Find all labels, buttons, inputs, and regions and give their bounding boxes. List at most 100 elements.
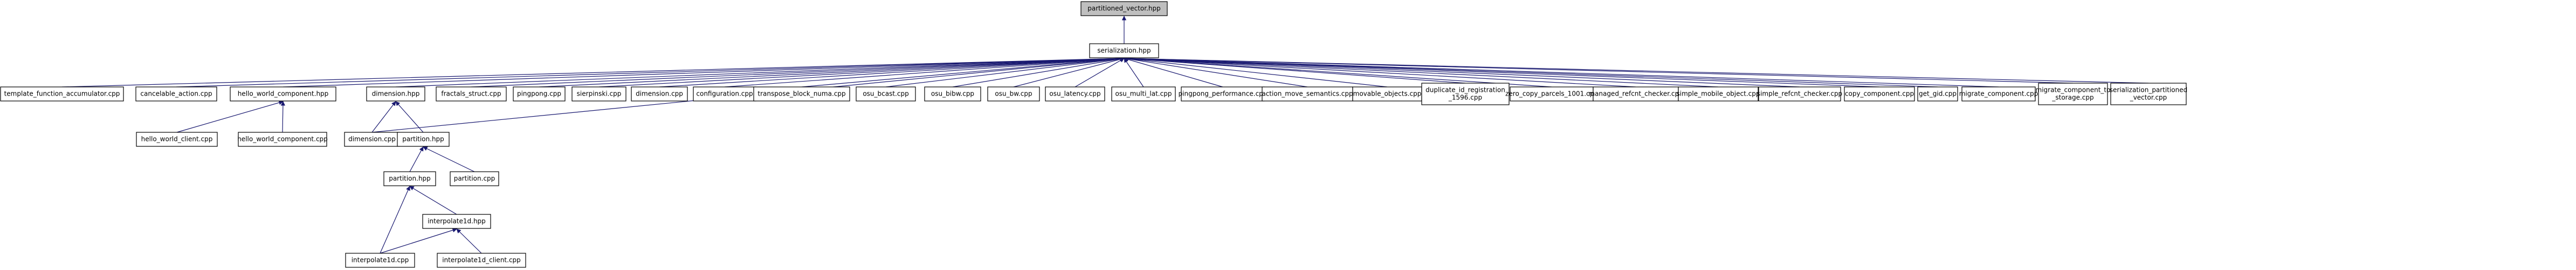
edge-partition_hpp_b-to-dimension_hpp xyxy=(395,101,424,133)
node-osu-multi-lat-cpp[interactable]: osu_multi_lat.cpp xyxy=(1111,86,1176,102)
node-managed-refcnt-checker-cpp[interactable]: managed_refcnt_checker.cpp xyxy=(1588,86,1683,102)
node-copy-component-cpp[interactable]: copy_component.cpp xyxy=(1844,86,1915,102)
node-osu-bw-cpp[interactable]: osu_bw.cpp xyxy=(987,86,1040,102)
edge-zero_copy_parcels_1001_cpp-to-serialization_hpp xyxy=(1124,56,1552,87)
node-box xyxy=(436,86,507,102)
node-box xyxy=(924,86,981,102)
node-interpolate1d-client-cpp[interactable]: interpolate1d_client.cpp xyxy=(437,253,526,268)
node-hello-world-component-hpp[interactable]: hello_world_component.hpp xyxy=(230,86,336,102)
node-label: interpolate1d_client.cpp xyxy=(442,256,521,264)
node-label: copy_component.cpp xyxy=(1845,90,1914,98)
edge-osu_bw_cpp-to-serialization_hpp xyxy=(1013,57,1125,87)
node-label: _storage.cpp xyxy=(2051,94,2093,102)
edge-osu_bibw_cpp-to-serialization_hpp xyxy=(952,57,1125,87)
node-box xyxy=(693,86,756,102)
node-osu-bcast-cpp[interactable]: osu_bcast.cpp xyxy=(856,86,916,102)
node-simple-mobile-object-cpp[interactable]: simple_mobile_object.cpp xyxy=(1677,86,1760,102)
node-label: simple_mobile_object.cpp xyxy=(1677,90,1760,98)
node-get-gid-cpp[interactable]: get_gid.cpp xyxy=(1917,86,1958,102)
node-pingpong-cpp[interactable]: pingpong.cpp xyxy=(513,86,566,102)
node-pingpong-performance-cpp[interactable]: pingpong_performance.cpp xyxy=(1179,86,1268,102)
node-partition-hpp-a[interactable]: partition.hpp xyxy=(383,171,436,186)
node-configuration-cpp[interactable]: configuration.cpp xyxy=(693,86,756,102)
node-dimension-cpp-top[interactable]: dimension.cpp xyxy=(631,86,688,102)
node-label: partition.hpp xyxy=(389,175,431,183)
node-duplicate-id-registration-1596-cpp[interactable]: duplicate_id_registration_1596.cpp xyxy=(1421,83,1510,105)
node-box xyxy=(366,86,425,102)
node-dimension-cpp-mid[interactable]: dimension.cpp xyxy=(344,132,400,147)
node-interpolate1d-cpp[interactable]: interpolate1d.cpp xyxy=(345,253,415,268)
edge-migrate_component_cpp-to-serialization_hpp xyxy=(1124,56,1999,87)
node-label: pingpong.cpp xyxy=(517,90,561,98)
node-dimension-hpp[interactable]: dimension.hpp xyxy=(366,86,425,102)
node-partition-hpp-b[interactable]: partition.hpp xyxy=(397,132,450,147)
node-label: action_move_semantics.cpp xyxy=(1262,90,1353,98)
node-box xyxy=(0,86,124,102)
node-label: osu_latency.cpp xyxy=(1049,90,1100,98)
node-label: get_gid.cpp xyxy=(1919,90,1957,98)
node-transpose-block-numa-cpp[interactable]: transpose_block_numa.cpp xyxy=(753,86,850,102)
node-serialization-hpp[interactable]: serialization.hpp xyxy=(1089,43,1159,58)
node-label: migrate_component.cpp xyxy=(1959,90,2038,98)
node-migrate-component-to-storage-cpp[interactable]: migrate_component_to_storage.cpp xyxy=(2036,83,2111,105)
node-osu-latency-cpp[interactable]: osu_latency.cpp xyxy=(1045,86,1105,102)
node-sierpinski-cpp[interactable]: sierpinski.cpp xyxy=(571,86,626,102)
edge-managed_refcnt_checker_cpp-to-serialization_hpp xyxy=(1124,56,1636,87)
node-label: transpose_block_numa.cpp xyxy=(757,90,845,98)
node-partitioned-vector-hpp: partitioned_vector.hpp xyxy=(1080,1,1168,16)
node-box xyxy=(1111,86,1176,102)
node-cancelable-action-cpp[interactable]: cancelable_action.cpp xyxy=(135,86,217,102)
edge-cancelable_action_cpp-to-serialization_hpp xyxy=(176,56,1125,87)
edge-dimension_cpp_mid-to-dimension_hpp xyxy=(371,101,396,133)
node-partition-cpp[interactable]: partition.cpp xyxy=(450,171,499,186)
edge-movable_objects_cpp-to-serialization_hpp xyxy=(1124,56,1388,87)
edge-duplicate_id_registration_1596_cpp-to-serialization_hpp xyxy=(1124,56,1466,84)
node-simple-refcnt-checker-cpp[interactable]: simple_refcnt_checker.cpp xyxy=(1757,86,1842,102)
node-box xyxy=(513,86,566,102)
edge-dimension_hpp-to-serialization_hpp xyxy=(395,56,1125,87)
node-interpolate1d-hpp[interactable]: interpolate1d.hpp xyxy=(422,214,491,229)
node-box xyxy=(1917,86,1958,102)
node-movable-objects-cpp[interactable]: movable_objects.cpp xyxy=(1352,86,1422,102)
node-label: interpolate1d.cpp xyxy=(352,256,409,264)
node-serialization-partitioned-vector-cpp[interactable]: serialization_partitioned_vector.cpp xyxy=(2110,83,2188,105)
node-box xyxy=(238,132,327,147)
node-box xyxy=(1961,86,2036,102)
node-box xyxy=(397,132,450,147)
node-hello-world-component-cpp[interactable]: hello_world_component.cpp xyxy=(237,132,328,147)
node-label: dimension.cpp xyxy=(348,136,396,143)
node-box xyxy=(230,86,336,102)
node-label: osu_bibw.cpp xyxy=(931,90,974,98)
node-box xyxy=(571,86,626,102)
node-label: simple_refcnt_checker.cpp xyxy=(1757,90,1842,98)
node-label: hello_world_component.cpp xyxy=(237,136,328,143)
node-box xyxy=(344,132,400,147)
node-label: partition.hpp xyxy=(402,136,444,143)
node-zero-copy-parcels-1001-cpp[interactable]: zero_copy_parcels_1001.cpp xyxy=(1505,86,1598,102)
node-label: template_function_accumulator.cpp xyxy=(4,90,120,98)
node-label: osu_bcast.cpp xyxy=(863,90,908,98)
node-hello-world-client-cpp[interactable]: hello_world_client.cpp xyxy=(136,132,218,147)
node-label: cancelable_action.cpp xyxy=(140,90,212,98)
edge-configuration_cpp-to-serialization_hpp xyxy=(724,56,1125,87)
node-label: managed_refcnt_checker.cpp xyxy=(1588,90,1683,98)
node-migrate-component-cpp[interactable]: migrate_component.cpp xyxy=(1959,86,2038,102)
node-label: dimension.hpp xyxy=(372,90,420,98)
edge-copy_component_cpp-to-serialization_hpp xyxy=(1124,56,1880,87)
edge-interpolate1d_cpp-to-partition_hpp_a xyxy=(380,186,410,254)
node-osu-bibw-cpp[interactable]: osu_bibw.cpp xyxy=(924,86,981,102)
node-label: duplicate_id_registration xyxy=(1425,86,1505,94)
node-label: zero_copy_parcels_1001.cpp xyxy=(1505,90,1598,98)
edge-hello_world_client_cpp-to-hello_world_component_hpp xyxy=(176,100,284,133)
node-template-function-accumulator-cpp[interactable]: template_function_accumulator.cpp xyxy=(0,86,124,102)
node-box xyxy=(136,132,218,147)
edge-osu_latency_cpp-to-serialization_hpp xyxy=(1075,58,1125,87)
edge-simple_mobile_object_cpp-to-serialization_hpp xyxy=(1124,56,1719,87)
node-box xyxy=(1080,1,1168,16)
node-fractals-struct-cpp[interactable]: fractals_struct.cpp xyxy=(436,86,507,102)
node-action-move-semantics-cpp[interactable]: action_move_semantics.cpp xyxy=(1262,86,1353,102)
node-label: serialization.hpp xyxy=(1097,47,1151,55)
node-label: osu_bw.cpp xyxy=(995,90,1032,98)
node-label: configuration.cpp xyxy=(696,90,753,98)
